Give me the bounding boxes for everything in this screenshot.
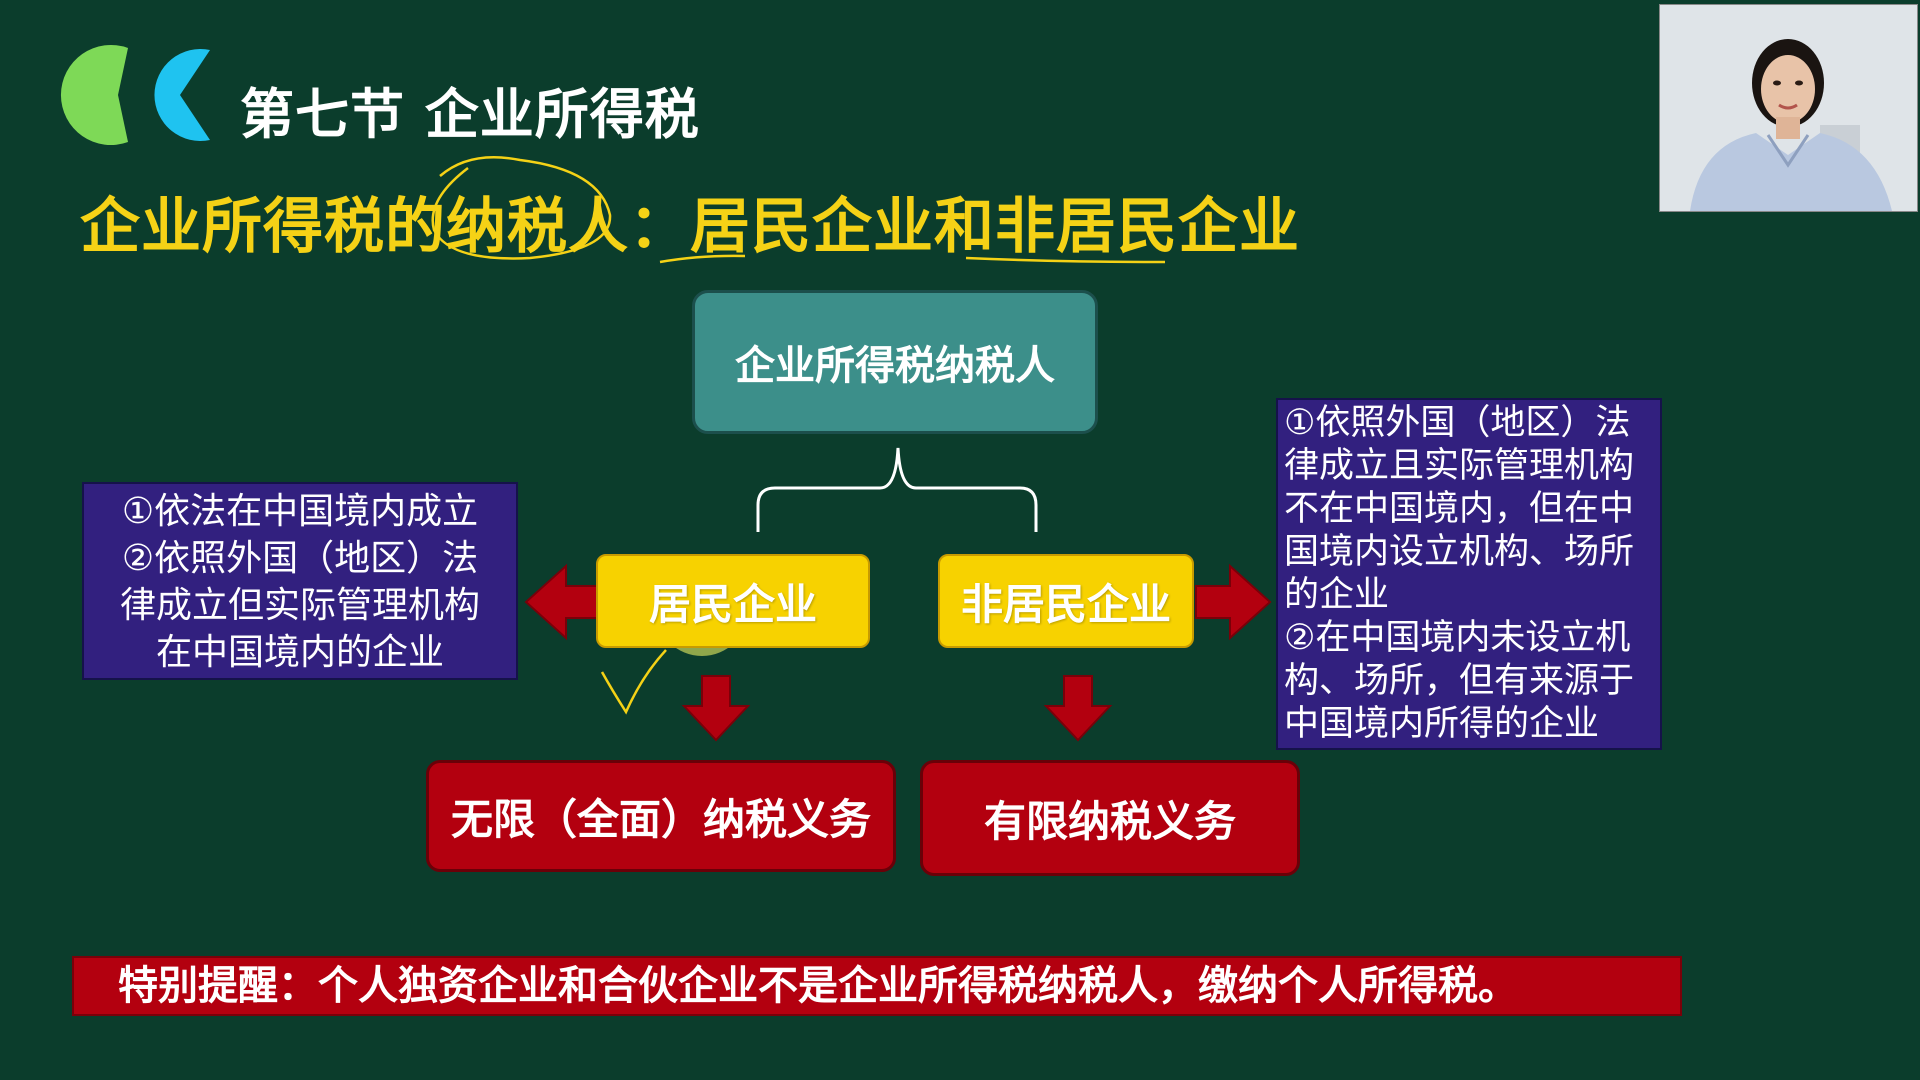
right-arrow-icon: [1195, 563, 1272, 641]
resident-description: ①依法在中国境内成立 ②依照外国（地区）法 律成立但实际管理机构 在中国境内的企…: [82, 482, 518, 680]
desc-line: 在中国境内的企业: [155, 632, 444, 673]
presenter-avatar-icon: [1660, 5, 1917, 211]
desc-line: 律成立但实际管理机构: [119, 585, 480, 626]
presenter-webcam: [1659, 4, 1918, 212]
special-reminder-banner: 特别提醒：个人独资企业和合伙企业不是企业所得税纳税人，缴纳个人所得税。: [72, 956, 1682, 1016]
desc-line: 中国境内所得的企业: [1284, 704, 1600, 744]
limited-obligation-box: 有限纳税义务: [920, 760, 1300, 876]
down-arrow-icon: [1043, 675, 1113, 742]
nonresident-enterprise-box: 非居民企业: [938, 554, 1194, 648]
desc-line: 国境内设立机构、场所: [1284, 532, 1635, 572]
main-title: 企业所得税的纳税人：居民企业和非居民企业: [80, 192, 1300, 262]
section-title: 第七节 企业所得税: [240, 83, 700, 146]
desc-line: 不在中国境内，但在中: [1284, 489, 1635, 529]
unlimited-obligation-box: 无限（全面）纳税义务: [426, 760, 896, 872]
down-arrow-icon: [681, 675, 751, 742]
resident-enterprise-box: 居民企业: [596, 554, 870, 648]
desc-line: 的企业: [1284, 575, 1390, 615]
desc-line: ②依照外国（地区）法: [121, 538, 479, 579]
desc-line: 律成立且实际管理机构: [1284, 446, 1635, 486]
desc-line: ②在中国境内未设立机: [1284, 618, 1631, 658]
section-logo-icon: [60, 45, 210, 145]
handwritten-checkmark: [600, 649, 667, 715]
desc-line: ①依法在中国境内成立: [121, 491, 479, 532]
desc-line: ①依照外国（地区）法: [1284, 403, 1631, 443]
nonresident-description: ①依照外国（地区）法 律成立且实际管理机构 不在中国境内，但在中 国境内设立机构…: [1276, 398, 1662, 750]
taxpayer-root-box: 企业所得税纳税人: [692, 290, 1098, 434]
brace-connector: [756, 447, 1038, 532]
left-arrow-icon: [524, 563, 599, 641]
desc-line: 构、场所，但有来源于: [1284, 661, 1635, 701]
